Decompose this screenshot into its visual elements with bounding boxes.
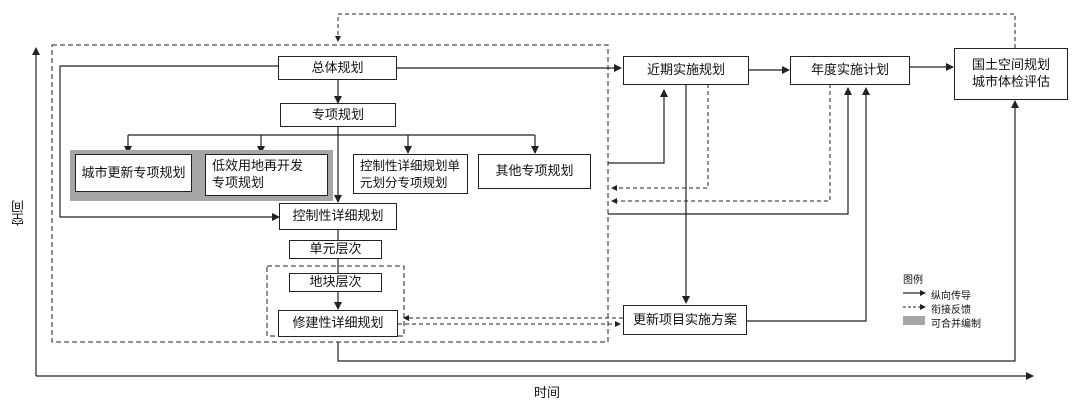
annual-plan-node: 年度实施计划: [790, 56, 910, 85]
legend-title: 图例: [903, 275, 923, 286]
legend-label-gray: 可合并编制: [931, 319, 981, 330]
edge-overall-to-regulatory: [59, 65, 280, 221]
near-term-plan-node: 近期实施规划: [623, 56, 749, 85]
vertical-axis-label: 空间: [12, 200, 27, 226]
overall-plan-node: 总体规划: [278, 56, 397, 80]
regulatory-detailed-plan-node: 控制性详细规划: [279, 203, 397, 230]
edge-assessment-feedback: [335, 13, 1016, 48]
other-special-plan-node: 其他专项规划: [478, 154, 591, 189]
constructive-detailed-plan-node: 修建性详细规划: [278, 310, 398, 337]
edge-scope-to-annual: [608, 87, 852, 215]
horizontal-axis-label: 时间: [534, 386, 561, 401]
edge-scope-to-near-term: [608, 89, 668, 164]
edge-near-term-feedback: [611, 84, 709, 191]
edge-annual-feedback: [611, 84, 831, 204]
renewal-project-scheme-node: 更新项目实施方案: [623, 305, 747, 335]
edge-renewal-to-annual: [747, 87, 870, 322]
detailed-planning-scope-frame: [51, 44, 609, 343]
special-plan-node: 专项规划: [280, 103, 396, 127]
urban-renewal-special-plan-node: 城市更新专项规划: [75, 154, 192, 192]
legend-label-solid: 纵向传导: [931, 291, 971, 302]
edge-scope-to-assessment: [337, 100, 1019, 362]
unit-level-node: 单元层次: [289, 240, 382, 259]
low-efficiency-land-plan-node: 低效用地再开发 专项规划: [205, 154, 328, 196]
legend-label-dashed: 衔接反馈: [931, 305, 971, 316]
plot-level-node: 地块层次: [289, 273, 382, 292]
legend-gray-fill-icon: [903, 316, 925, 325]
territorial-assessment-node: 国土空间规划 城市体检评估: [954, 48, 1068, 100]
regulatory-unit-special-plan-node: 控制性详细规划单 元划分专项规划: [353, 154, 468, 194]
